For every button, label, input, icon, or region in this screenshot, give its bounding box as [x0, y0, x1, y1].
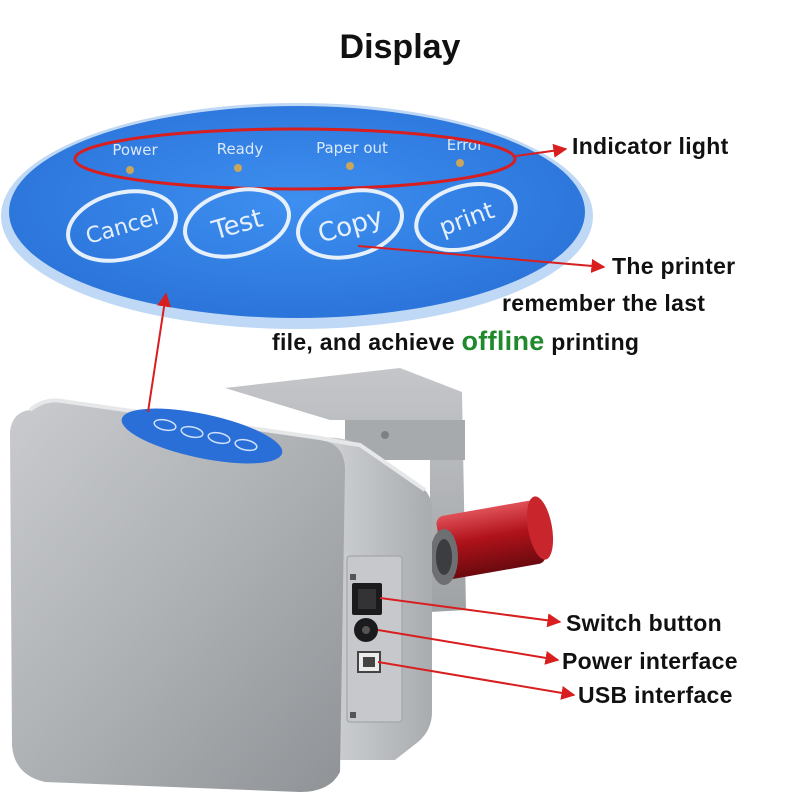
switch-button-label: Switch button	[566, 610, 722, 636]
printer-rear-block	[225, 368, 466, 612]
panel-zoom-arrow	[147, 292, 172, 413]
indicator-label: Paper out	[316, 139, 388, 157]
indicator-label: Power	[112, 141, 158, 159]
display-panel-face	[9, 106, 585, 318]
offline-note-pre: file, and achieve	[272, 329, 455, 355]
usb-interface-label: USB interface	[578, 682, 733, 708]
offline-note-line1: The printer	[612, 253, 736, 279]
offline-note-line2: remember the last	[502, 290, 706, 316]
indicator-arrow	[515, 143, 568, 158]
ready-led	[234, 164, 242, 172]
printer-body	[10, 368, 554, 792]
indicator-highlight-ring	[73, 127, 517, 191]
usb-port-icon[interactable]	[357, 651, 381, 673]
offline-highlight: offline	[461, 326, 545, 356]
power-switch-icon[interactable]	[352, 583, 382, 615]
screw	[381, 431, 389, 439]
display-panel: Power Ready Paper out Error Cancel Test …	[1, 103, 593, 329]
indicator-light-label: Indicator light	[572, 133, 729, 159]
paper-out-led	[346, 162, 354, 170]
diagram-title: Display	[339, 28, 461, 66]
port-plate	[346, 555, 403, 723]
error-led	[456, 159, 464, 167]
usb-arrow	[377, 661, 576, 700]
printer-front-face	[10, 401, 345, 792]
red-roller	[430, 496, 554, 585]
offline-note-line3: file, and achieve offline printing	[272, 326, 639, 357]
switch-arrow	[379, 597, 562, 628]
power-jack-icon[interactable]	[354, 618, 378, 642]
offline-note-post: printing	[551, 329, 640, 355]
power-interface-label: Power interface	[562, 648, 738, 674]
callout-arrows	[147, 143, 606, 700]
power-led	[126, 166, 134, 174]
offline-arrow	[357, 245, 606, 273]
indicator-label: Ready	[217, 140, 264, 158]
power-arrow	[377, 629, 560, 665]
